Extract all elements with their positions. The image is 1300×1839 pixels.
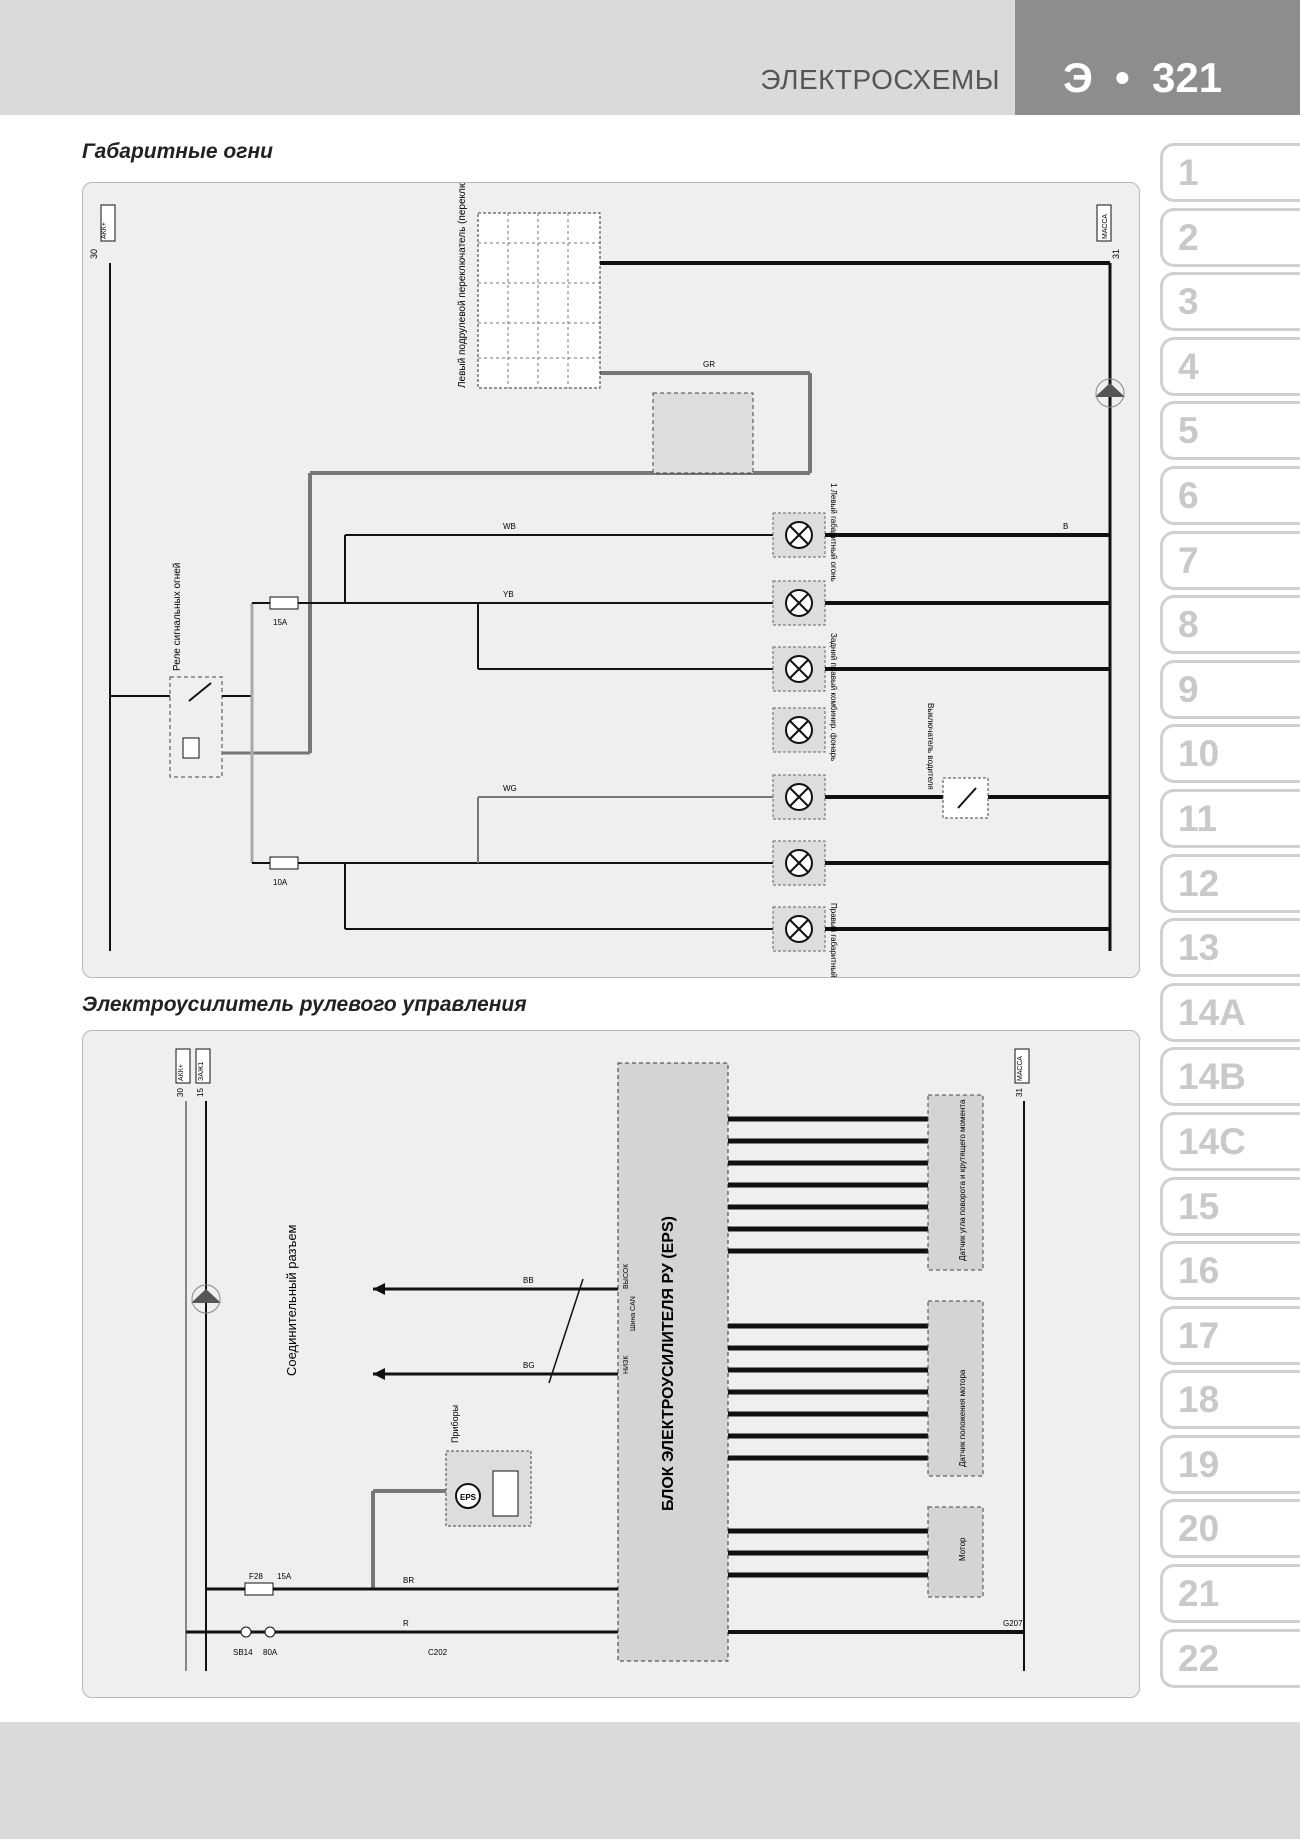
fuse-15a: 15А	[273, 618, 288, 627]
tab-20[interactable]: 20	[1160, 1499, 1300, 1559]
tab-4[interactable]: 4	[1160, 336, 1300, 396]
wire-bb: BB	[523, 1276, 534, 1285]
fuse-10a: 10А	[273, 878, 288, 887]
door-switch-label: Выключатель водителя	[926, 703, 935, 790]
diagram2-panel: АКК+ ЗАЖ1 МАССА 30 15 31 БЛОК ЭЛЕКТРОУСИ…	[82, 1030, 1140, 1698]
instrument-label: Приборы	[450, 1405, 460, 1443]
wire-yb: YB	[503, 590, 514, 599]
terminal-31: 31	[1015, 1088, 1024, 1097]
tab-3[interactable]: 3	[1160, 272, 1300, 332]
chapter-code: Э	[1063, 54, 1093, 101]
terminal-15: 15	[196, 1088, 205, 1097]
terminal-31: 31	[1111, 249, 1121, 259]
chapter-tabs: 1 2 3 4 5 6 7 8 9 10 11 12 13 14A 14B 14…	[1160, 143, 1300, 1693]
can-label: Шина CAN	[630, 1296, 637, 1331]
tab-12[interactable]: 12	[1160, 853, 1300, 913]
tab-18[interactable]: 18	[1160, 1370, 1300, 1430]
marker-lights-schematic: 30 АКК+ 31 МАССА Реле сигнальных огней G…	[89, 92, 1125, 1000]
tab-1[interactable]: 1	[1160, 143, 1300, 202]
sensor-torque-label: Датчик угла поворота и крутящего момента	[958, 1099, 967, 1261]
fuse-f28-rating: 15А	[277, 1572, 292, 1581]
footer-bar	[0, 1722, 1300, 1839]
tab-8[interactable]: 8	[1160, 595, 1300, 655]
diagram1-panel: 30 АКК+ 31 МАССА Реле сигнальных огней G…	[82, 92, 1140, 1000]
terminal-30: 30	[89, 249, 99, 259]
fuse-sb14-rating: 80А	[263, 1648, 278, 1657]
tag-akk: АКК+	[178, 1064, 185, 1081]
wire-b: B	[1063, 522, 1068, 531]
lamp-label-1: 1 Левый габаритный огонь	[829, 483, 838, 582]
terminal-30: 30	[176, 1088, 185, 1097]
relay-label: Реле сигнальных огней	[172, 563, 183, 671]
wire-wg: WG	[503, 784, 517, 793]
tab-17[interactable]: 17	[1160, 1305, 1300, 1365]
wire-r: R	[403, 1619, 409, 1628]
tab-6[interactable]: 6	[1160, 465, 1300, 525]
lamp-label-2: Задний правый комбинир. фонарь	[829, 633, 838, 761]
tag-massa: МАССА	[1102, 214, 1109, 239]
tab-10[interactable]: 10	[1160, 724, 1300, 784]
tab-14c[interactable]: 14C	[1160, 1111, 1300, 1171]
tab-9[interactable]: 9	[1160, 659, 1300, 719]
tag-zazh: ЗАЖ1	[198, 1062, 205, 1081]
tab-5[interactable]: 5	[1160, 401, 1300, 461]
diagram1-title: Габаритные огни	[82, 140, 273, 163]
eps-schematic: АКК+ ЗАЖ1 МАССА 30 15 31 БЛОК ЭЛЕКТРОУСИ…	[175, 1048, 1030, 1671]
sensor-motor-label: Датчик положения мотора	[958, 1369, 967, 1467]
wire-gr: GR	[703, 360, 715, 369]
eps-icon: EPS	[460, 1493, 477, 1502]
connector-c202: C202	[428, 1648, 448, 1657]
tab-14b[interactable]: 14B	[1160, 1047, 1300, 1107]
tab-2[interactable]: 2	[1160, 207, 1300, 267]
lamp-label-7: Правый габаритный огонь	[829, 903, 838, 977]
wire-wb: WB	[503, 522, 516, 531]
can-low: НИЗК	[623, 1355, 630, 1374]
ground-g207: G207	[1003, 1619, 1023, 1628]
tab-14a[interactable]: 14A	[1160, 982, 1300, 1042]
page-number-box: Э • 321	[1015, 0, 1300, 115]
lamp-group	[772, 512, 826, 952]
ecu-label: БЛОК ЭЛЕКТРОУСИЛИТЕЛЯ РУ (EPS)	[660, 1216, 677, 1511]
page-number: 321	[1152, 54, 1223, 101]
tag-akk: АКК+	[101, 222, 108, 239]
tab-15[interactable]: 15	[1160, 1176, 1300, 1236]
tab-13[interactable]: 13	[1160, 918, 1300, 978]
section-title: ЭЛЕКТРОСХЕМЫ	[760, 64, 1000, 95]
motor-label: Мотор	[958, 1537, 967, 1561]
tab-16[interactable]: 16	[1160, 1241, 1300, 1301]
tab-19[interactable]: 19	[1160, 1434, 1300, 1494]
fuse-f28: F28	[249, 1572, 263, 1581]
separator: •	[1115, 54, 1130, 101]
tab-11[interactable]: 11	[1160, 788, 1300, 848]
wire-br: BR	[403, 1576, 414, 1585]
connector-label: Соединительный разъем	[284, 1224, 299, 1376]
tag-massa: МАССА	[1017, 1056, 1024, 1081]
tab-22[interactable]: 22	[1160, 1628, 1300, 1688]
diagram2-title: Электроусилитель рулевого управления	[82, 993, 527, 1016]
tab-21[interactable]: 21	[1160, 1564, 1300, 1624]
fuse-sb14: SB14	[233, 1648, 253, 1657]
wire-bg: BG	[523, 1361, 535, 1370]
light-switch-label: Левый подрулевой переключатель (переключ…	[457, 183, 468, 388]
tab-7[interactable]: 7	[1160, 530, 1300, 590]
can-high: ВЫСОК	[623, 1263, 630, 1289]
